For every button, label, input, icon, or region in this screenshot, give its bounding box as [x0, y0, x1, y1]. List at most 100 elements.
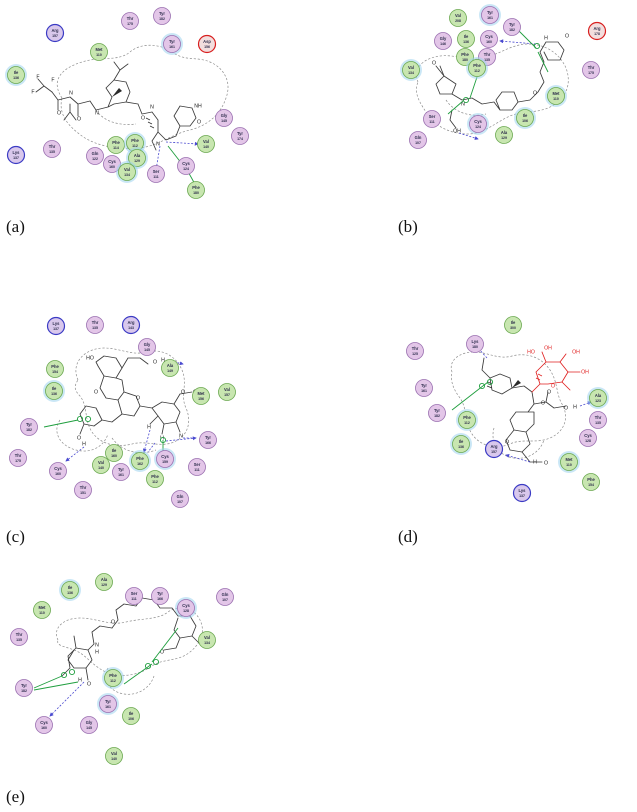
ligand-d: OH HO OH OH O O O O H O H O: [481, 345, 589, 466]
residue-number: 156: [198, 397, 204, 401]
residue-circle: [10, 628, 28, 646]
residue-name: Ser: [429, 114, 436, 119]
residue-name: Tyr: [205, 435, 211, 440]
panel-e-diagram: O N H O O O H: [10, 573, 234, 765]
panel-a: F F F O N O N O N NH O N: [0, 0, 300, 235]
residue-number: 145: [86, 726, 92, 730]
residue-name: Tyr: [434, 408, 440, 413]
residue-number: 112: [474, 69, 480, 73]
residue-number: 112: [464, 421, 470, 425]
residue-number: 107: [177, 500, 183, 504]
residue-number: 112: [110, 679, 116, 683]
